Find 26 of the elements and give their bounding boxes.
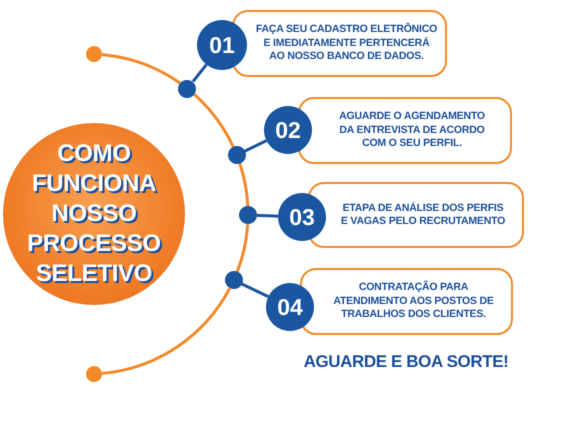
arc-line: [102, 53, 181, 84]
arc-line: [193, 93, 235, 148]
arc-line: [102, 287, 232, 375]
step-text: AGUARDE O AGENDAMENTO DA ENTREVISTA DE ACORDO COM O SEU PERFIL.: [338, 110, 486, 151]
junction-dot: [238, 206, 257, 224]
junction-dot: [178, 80, 196, 98]
step-number-circle: 02: [264, 106, 312, 154]
junction-dot: [228, 146, 246, 164]
step-text: ETAPA DE ANÁLISE DOS PERFIS E VAGAS PELO RECRUTAMENTO: [340, 202, 506, 228]
end-dot: [86, 366, 102, 382]
step-text: CONTRATAÇÃO PARA ATENDIMENTO AOS POSTOS DE TRABALHOS DOS CLIENTES.: [332, 281, 495, 322]
connector-line: [192, 64, 208, 82]
step-box: [298, 97, 512, 164]
step-number-circle: 01: [197, 20, 247, 70]
step-text: FAÇA SEU CADASTRO ELETRÔNICO E IMEDIATAMENTE PERTENCERÁ AO NOSSO BANCO DE DADOS.: [255, 23, 438, 64]
arc-line: [236, 224, 250, 272]
connector-line: [241, 282, 269, 298]
connector-line: [256, 214, 278, 218]
closing-slogan: AGUARDE E BOA SORTE!: [302, 351, 510, 373]
junction-dot: [224, 271, 243, 290]
connector-line: [244, 139, 268, 152]
end-dot: [86, 46, 102, 62]
arc-line: [238, 163, 250, 206]
title-text: COMO FUNCIONA NOSSO PROCESSO SELETIVO: [26, 139, 162, 289]
step-number-circle: 04: [266, 283, 314, 331]
step-number-circle: 03: [278, 193, 326, 241]
